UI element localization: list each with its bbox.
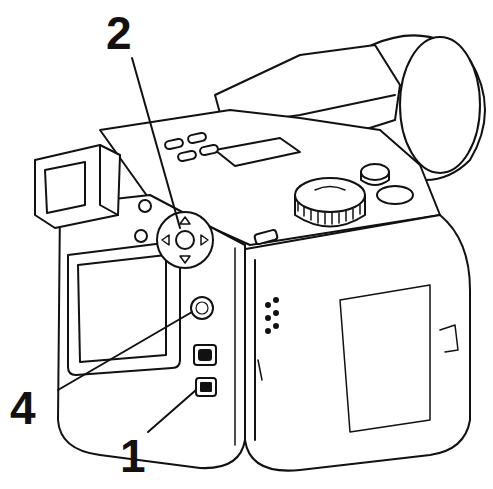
callout-number: 4 [10,385,36,431]
leader-line [148,390,196,432]
leader-line [58,312,192,390]
callout-number: 2 [106,10,132,56]
leader-line [132,58,180,228]
callout-number: 1 [120,433,146,479]
